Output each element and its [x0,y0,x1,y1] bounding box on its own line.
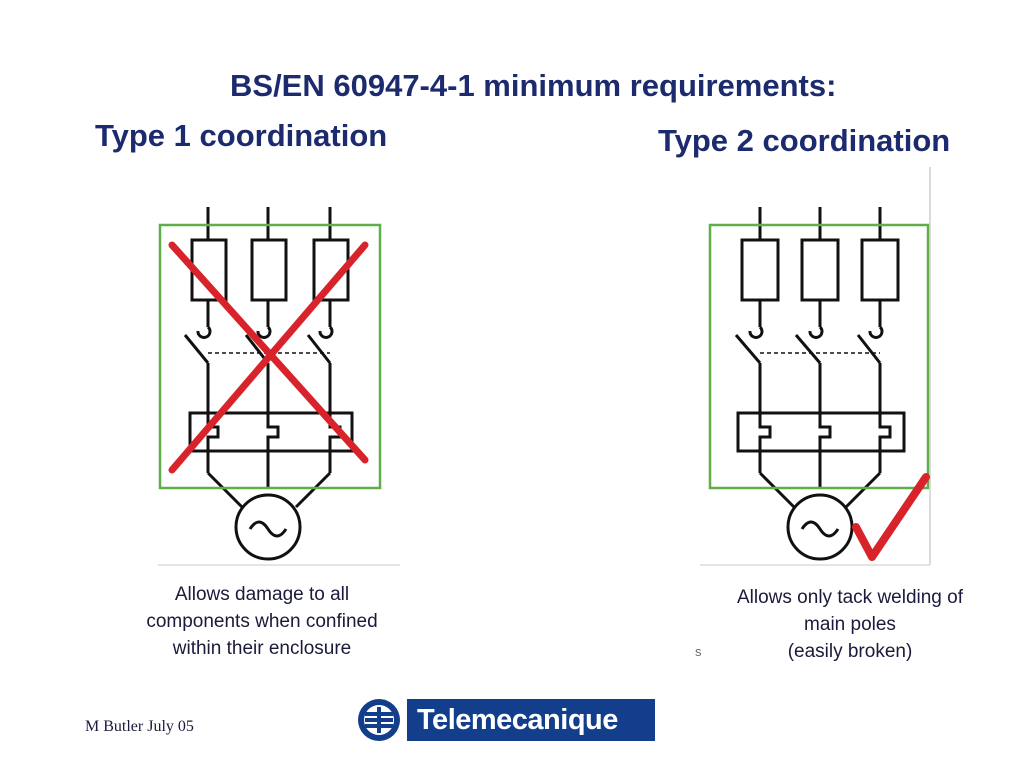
enclosure [158,223,382,490]
caption-line: within their enclosure [172,638,352,659]
check-icon [852,473,930,561]
contact [794,334,822,364]
stray-glyph: s [695,644,702,659]
enclosure [708,223,930,490]
brand-name: Telemecanique [407,699,655,741]
contact [734,334,762,364]
fuse [250,238,288,302]
overload-relay [188,411,354,453]
type2-circuit-diagram [700,167,931,566]
caption-line: (easily broken) [787,641,913,662]
brand-emblem-icon [358,699,400,741]
type2-caption: Allows only tack welding of main poles (… [700,584,1000,665]
type1-circuit-diagram [158,207,400,566]
caption-line: Allows only tack welding of [737,587,963,608]
fuse [860,238,900,302]
contact [306,334,332,364]
slide-title: BS/EN 60947-4-1 minimum requirements: [230,68,837,103]
contact [856,334,882,364]
footer-author: M Butler July 05 [85,718,194,735]
fuse [740,238,780,302]
type2-heading: Type 2 coordination [658,123,951,158]
fuse [800,238,840,302]
caption-line: components when confined [146,611,378,632]
cross-icon [168,241,369,474]
type1-caption: Allows damage to all components when con… [112,581,412,662]
motor [234,493,302,561]
caption-line: main poles [804,614,896,635]
caption-line: Allows damage to all [174,584,350,605]
contact [183,334,210,364]
type1-heading: Type 1 coordination [95,118,388,153]
telemecanique-logo: Telemecanique [355,697,655,743]
